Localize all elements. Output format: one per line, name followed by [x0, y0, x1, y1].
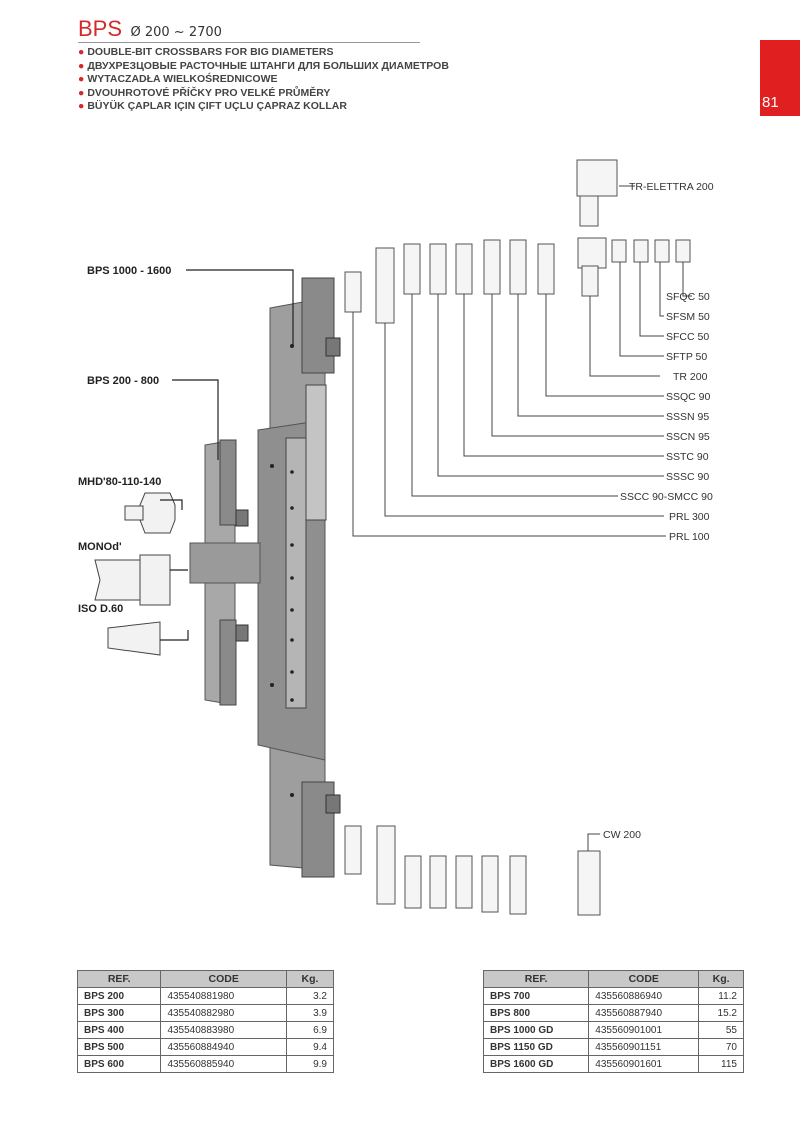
cell-code: 435560887940 [588, 1004, 700, 1022]
label-ssqc: SSQC 90 [666, 391, 711, 403]
cell-kg: 15.2 [698, 1004, 744, 1022]
page-title: BPS Ø 200 ~ 2700 [78, 16, 222, 42]
cell-ref: BPS 1600 GD [482, 1055, 590, 1073]
column-header-kg: Kg. [698, 970, 744, 988]
column-header-kg: Kg. [285, 970, 335, 988]
page-tab [760, 40, 800, 116]
cell-kg: 3.2 [285, 987, 335, 1005]
cell-ref: BPS 1150 GD [482, 1038, 590, 1056]
label-cw: CW 200 [603, 829, 641, 841]
label-prl-100: PRL 100 [669, 531, 710, 543]
label-sftp: SFTP 50 [666, 351, 707, 363]
title-divider [78, 42, 420, 43]
label-bps-small: BPS 200 - 800 [87, 375, 159, 387]
cell-code: 435560886940 [588, 987, 700, 1005]
cell-kg: 70 [698, 1038, 744, 1056]
column-header-ref: REF. [76, 970, 162, 988]
label-sssn: SSSN 95 [666, 411, 709, 423]
label-sfqc: SFQC 50 [666, 291, 710, 303]
label-sstc: SSTC 90 [666, 451, 709, 463]
crossbar-large [257, 277, 341, 878]
cell-ref: BPS 600 [76, 1055, 162, 1073]
cell-kg: 9.9 [285, 1055, 335, 1073]
label-sfsm: SFSM 50 [666, 311, 710, 323]
cell-kg: 6.9 [285, 1021, 335, 1039]
title-range: Ø 200 ~ 2700 [130, 25, 222, 40]
cell-code: 435560901001 [588, 1021, 700, 1039]
subtitle-item: ●DOUBLE-BIT CROSSBARS FOR BIG DIAMETERS [78, 46, 334, 58]
label-iso: ISO D.60 [78, 603, 123, 615]
tool-holders-top [344, 159, 691, 324]
cell-code: 435540881980 [160, 987, 287, 1005]
cell-kg: 3.9 [285, 1004, 335, 1022]
label-sssc: SSSC 90 [666, 471, 709, 483]
label-sfcc: SFCC 50 [666, 331, 709, 343]
crossbar-diagram: BPS 1000 - 1600 BPS 200 - 800 MHD'80-110… [78, 159, 714, 916]
column-header-code: CODE [588, 970, 700, 988]
cell-kg: 11.2 [698, 987, 744, 1005]
subtitle-item: ●ДВУХРЕЗЦОВЫЕ РАСТОЧНЫЕ ШТАНГИ ДЛЯ БОЛЬШ… [78, 59, 449, 72]
cell-code: 435540882980 [160, 1004, 287, 1022]
label-mhd: MHD'80-110-140 [78, 476, 161, 488]
table-header-row: REF. CODE Kg. [482, 970, 744, 988]
cell-ref: BPS 800 [482, 1004, 590, 1022]
label-sscc: SSCC 90-SMCC 90 [620, 491, 713, 503]
subtitle-item: ●DVOUHROTOVÉ PŘÍČKY PRO VELKÉ PRŮMĚRY [78, 86, 331, 99]
adapter-mhd [124, 492, 176, 534]
label-prl-300: PRL 300 [669, 511, 710, 523]
column-header-ref: REF. [482, 970, 590, 988]
cell-code: 435560901601 [588, 1055, 700, 1073]
adapter-mono [94, 554, 171, 606]
cell-kg: 9.4 [285, 1038, 335, 1056]
cell-kg: 115 [698, 1055, 744, 1073]
tool-holders-bottom [344, 825, 601, 916]
subtitle-item: ●BÜYÜK ÇAPLAR IÇIN ÇIFT UÇLU ÇAPRAZ KOLL… [78, 100, 347, 112]
adapter-iso [107, 621, 161, 656]
cell-ref: BPS 400 [76, 1021, 162, 1039]
table-header-row: REF. CODE Kg. [76, 970, 335, 988]
cell-kg: 55 [698, 1021, 744, 1039]
title-main: BPS [78, 16, 123, 41]
label-sscn: SSCN 95 [666, 431, 710, 443]
cell-code: 435560901151 [588, 1038, 700, 1056]
subtitle-list: ●DOUBLE-BIT CROSSBARS FOR BIG DIAMETERS … [78, 46, 449, 114]
page-number: 81 [762, 94, 779, 111]
cell-ref: BPS 700 [482, 987, 590, 1005]
cell-ref: BPS 300 [76, 1004, 162, 1022]
label-mono: MONOd' [78, 541, 122, 553]
label-bps-large: BPS 1000 - 1600 [87, 265, 171, 277]
cell-ref: BPS 500 [76, 1038, 162, 1056]
label-tr: TR 200 [673, 371, 708, 383]
crossbar-small [189, 439, 261, 706]
cell-code: 435540883980 [160, 1021, 287, 1039]
cell-code: 435560885940 [160, 1055, 287, 1073]
column-header-code: CODE [160, 970, 287, 988]
cell-ref: BPS 200 [76, 987, 162, 1005]
cell-ref: BPS 1000 GD [482, 1021, 590, 1039]
subtitle-item: ●WYTACZADŁA WIELKOŚREDNICOWE [78, 73, 278, 85]
cell-code: 435560884940 [160, 1038, 287, 1056]
label-tr-elettra: TR-ELETTRA 200 [629, 181, 714, 193]
